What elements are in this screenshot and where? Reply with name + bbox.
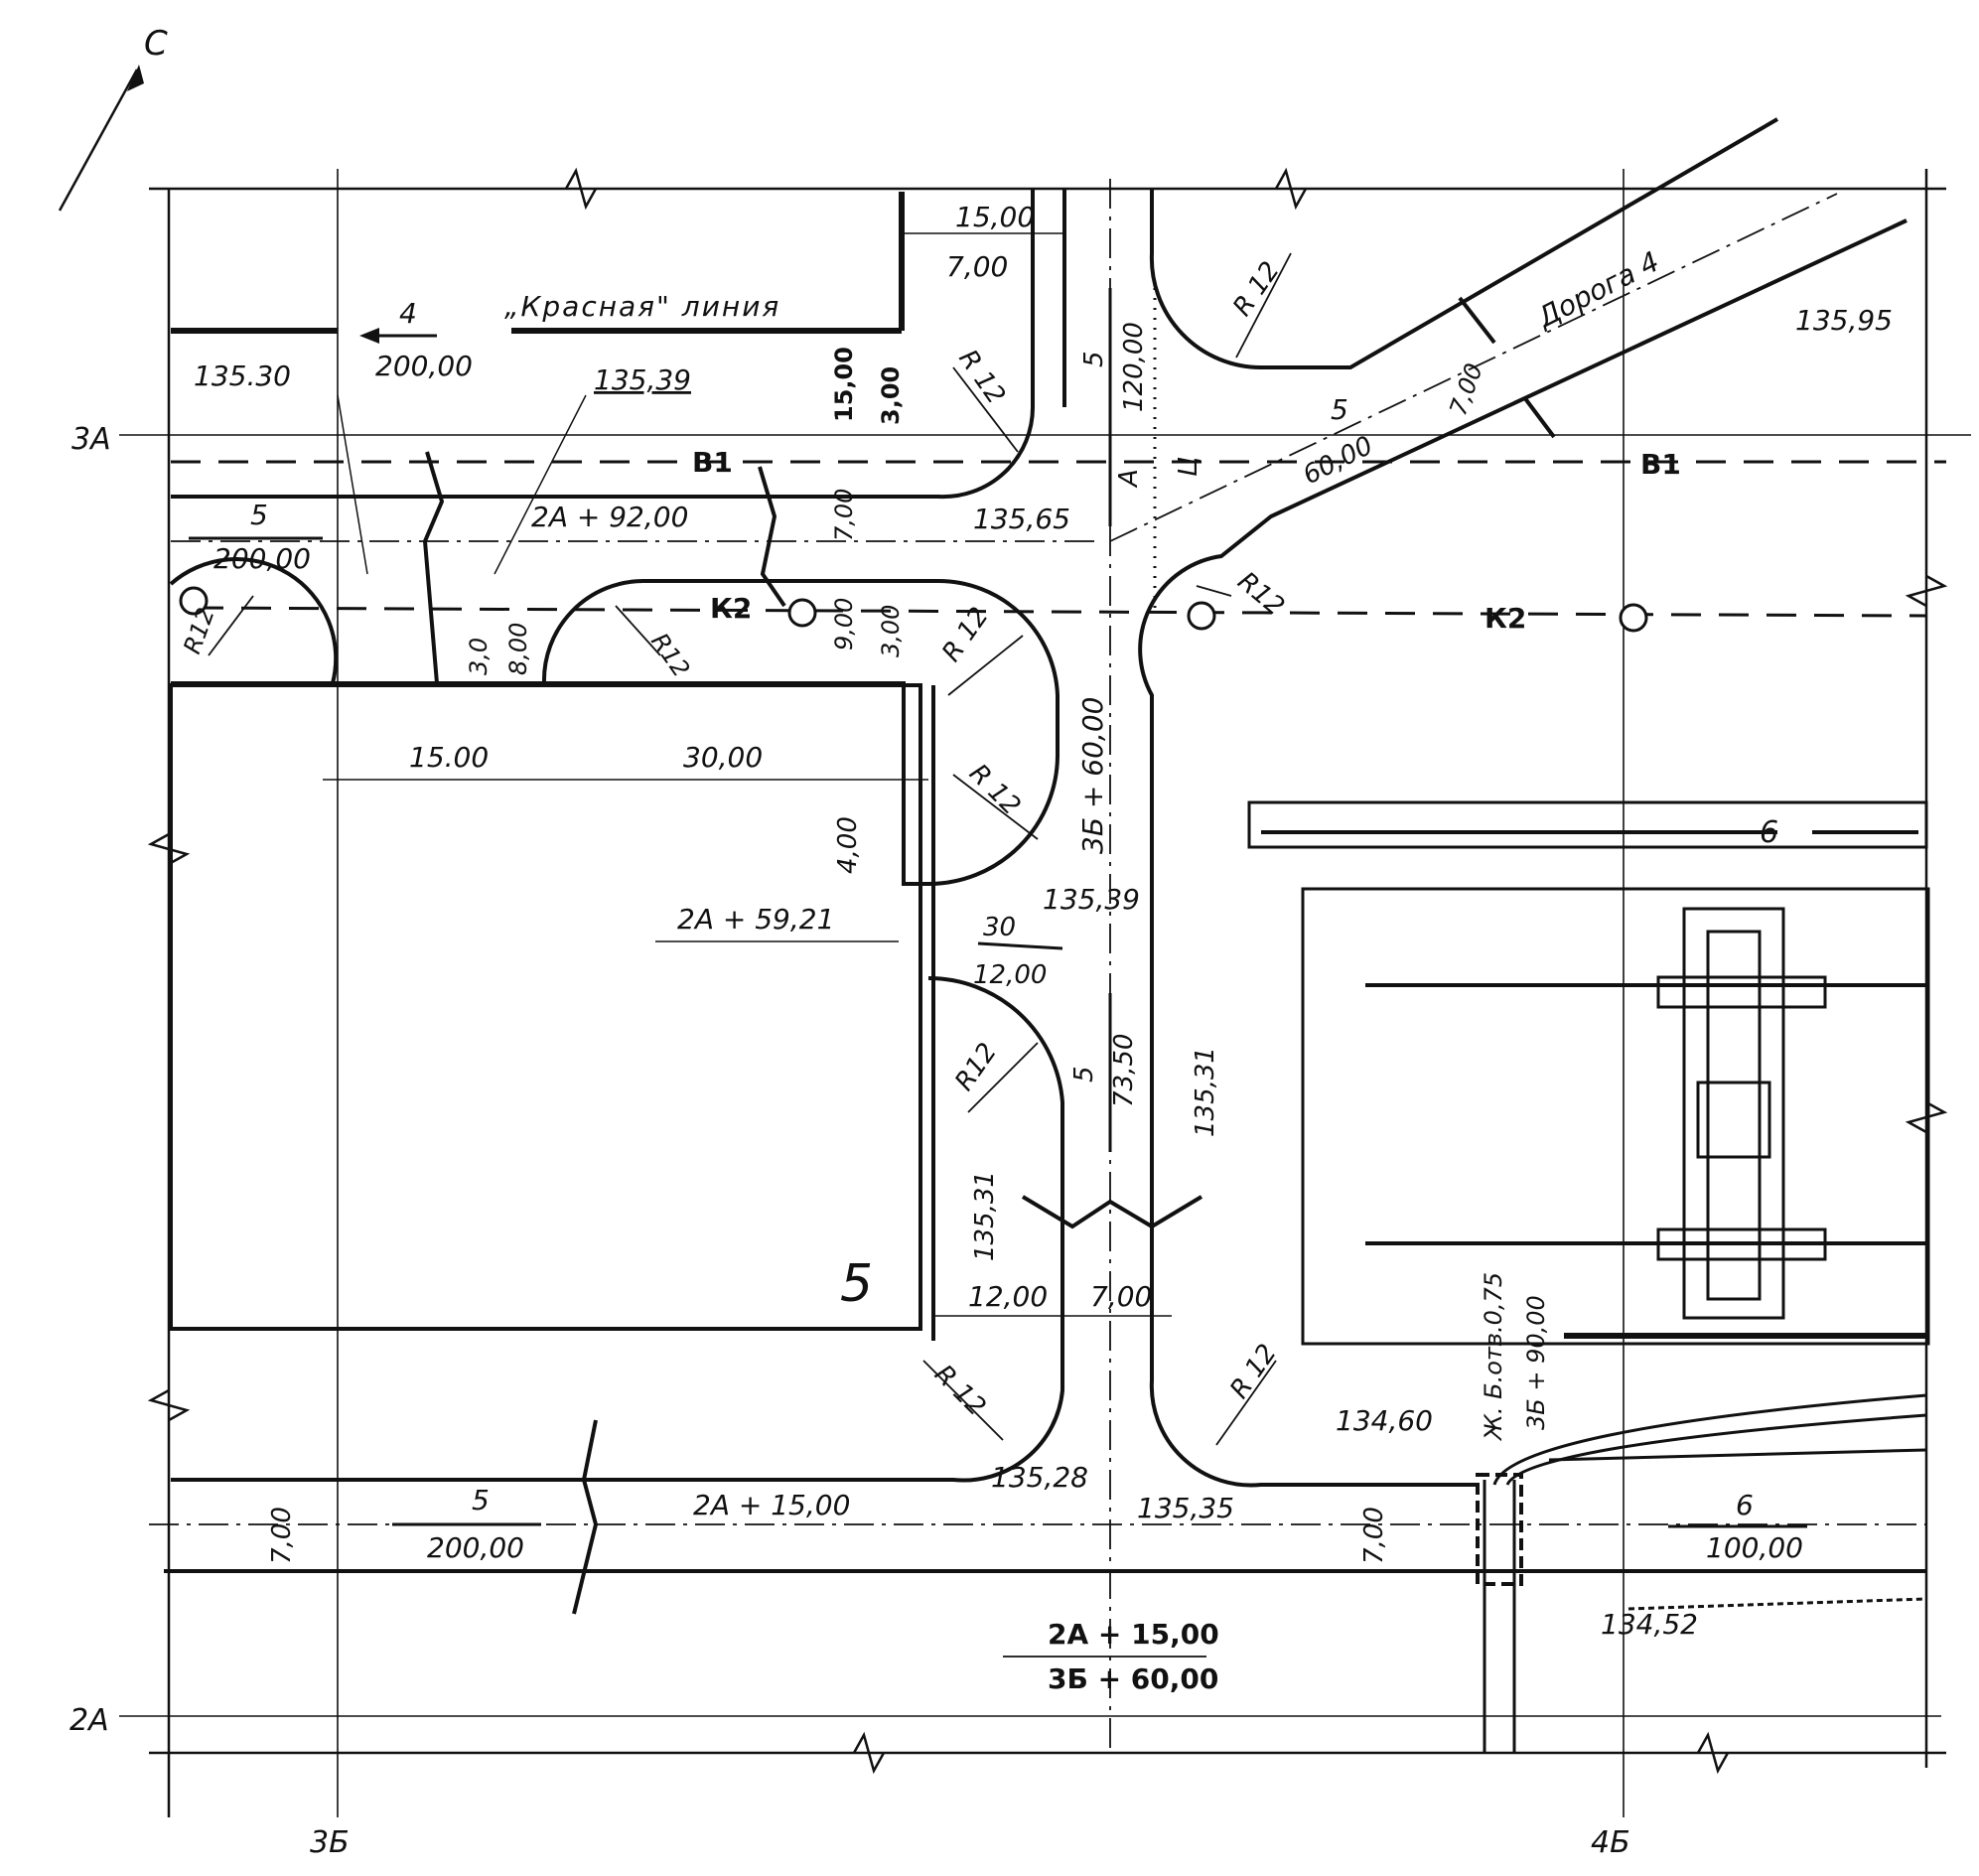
dim-7-diag: 7,00 bbox=[1444, 360, 1488, 419]
radius-label: R12 bbox=[1232, 566, 1290, 622]
branch-label: Ж. Б.отв.0,75 bbox=[1480, 1272, 1507, 1442]
axis-label-4b: 4Б bbox=[1591, 1825, 1630, 1860]
dim-7-right: 7,00 bbox=[1359, 1507, 1389, 1564]
water-label-right: В1 bbox=[1640, 448, 1681, 481]
dim-3-v2: 3,00 bbox=[877, 605, 905, 657]
radius-label: R 12 bbox=[936, 602, 995, 667]
radius-arrows bbox=[208, 252, 1292, 1446]
station-2a-59: 2А + 59,21 bbox=[677, 903, 834, 936]
dim-9-v: 9,00 bbox=[830, 598, 858, 650]
axis-label-3b: 3Б bbox=[310, 1825, 350, 1860]
manhole-icon bbox=[179, 586, 1648, 633]
slope-mid-len: 12,00 bbox=[973, 960, 1047, 990]
road4-axis bbox=[1109, 193, 1838, 542]
radius-label: R 12 bbox=[928, 1360, 991, 1422]
station-3b-90: 3Б + 90,00 bbox=[1522, 1295, 1550, 1430]
crossing-marks bbox=[422, 296, 1556, 1615]
slope-vert-mid-num: 5 bbox=[1069, 1066, 1099, 1082]
slope-right-len: 100,00 bbox=[1706, 1531, 1803, 1564]
station-2a-15-road: 2А + 15,00 bbox=[693, 1489, 850, 1521]
slope-right-num: 6 bbox=[1736, 1489, 1754, 1521]
axis-label-2a: 2А bbox=[70, 1703, 109, 1738]
elev-135-35: 135,35 bbox=[1137, 1492, 1234, 1524]
sewer-label-left: К2 bbox=[710, 592, 752, 625]
elev-135-28: 135,28 bbox=[991, 1461, 1088, 1494]
block-number: 5 bbox=[840, 1254, 873, 1314]
canal-structure bbox=[1247, 800, 1928, 849]
slope-bottom-len: 200,00 bbox=[427, 1531, 524, 1564]
road-vertical bbox=[171, 117, 1908, 1488]
slope-top-left-num: 4 bbox=[399, 297, 417, 330]
railway-branch bbox=[1476, 1393, 1927, 1753]
elev-135-39-top: 135,39 bbox=[594, 363, 691, 396]
dim-3-0-v: 3,0 bbox=[465, 638, 493, 675]
axis-label-3a: 3А bbox=[71, 422, 111, 457]
dim-15-v: 15,00 bbox=[830, 347, 858, 422]
sewer-line-k2 bbox=[193, 606, 1927, 618]
north-label: С bbox=[144, 24, 168, 64]
dim-3-v: 3,00 bbox=[877, 366, 905, 425]
slope-arrow-icon bbox=[977, 941, 1063, 950]
slope-diag-num: 5 bbox=[1331, 393, 1348, 426]
sewer-label-right: К2 bbox=[1484, 602, 1526, 635]
dim-7-v: 7,00 bbox=[830, 489, 858, 541]
elev-134-60: 134,60 bbox=[1336, 1404, 1433, 1437]
elev-135-31-left: 135,31 bbox=[970, 1171, 1000, 1261]
red-line-label: „Красная" линия bbox=[504, 290, 780, 323]
axis-center: Ц bbox=[1174, 457, 1203, 477]
elev-135-31-right: 135,31 bbox=[1191, 1047, 1220, 1137]
dim-7-top: 7,00 bbox=[946, 250, 1008, 283]
leader-line bbox=[337, 394, 368, 575]
slope-vert-top-num: 5 bbox=[1079, 351, 1109, 367]
road-upper bbox=[169, 189, 1060, 886]
dim-12-low: 12,00 bbox=[968, 1280, 1048, 1313]
dim-4-v: 4,00 bbox=[833, 816, 863, 874]
slope-bottom-num: 5 bbox=[472, 1484, 490, 1516]
axis-letter: А bbox=[1114, 469, 1144, 489]
radius-label: R 12 bbox=[1227, 256, 1286, 322]
radius-label: R12 bbox=[949, 1038, 1003, 1096]
slope-mid-num: 30 bbox=[983, 913, 1016, 942]
slope-vert-top-len: 120,00 bbox=[1119, 322, 1149, 412]
dim-30-h: 30,00 bbox=[683, 741, 763, 774]
slope-top-left-len: 200,00 bbox=[375, 350, 473, 382]
north-arrow-icon bbox=[58, 65, 144, 212]
grid-axes bbox=[119, 169, 1971, 1817]
elev-135-65: 135,65 bbox=[973, 503, 1070, 535]
radius-label: R12 bbox=[645, 628, 695, 682]
dim-15-h: 15.00 bbox=[409, 741, 489, 774]
elev-134-52: 134,52 bbox=[1601, 1608, 1698, 1641]
building-block-5 bbox=[169, 683, 935, 1341]
dim-7-low: 7,00 bbox=[1090, 1280, 1152, 1313]
slope-arrow-icon bbox=[359, 328, 437, 344]
station-3b-60-node: 3Б + 60,00 bbox=[1048, 1662, 1218, 1695]
canal-slope-num: 6 bbox=[1760, 815, 1778, 850]
radius-label: R 12 bbox=[1224, 1339, 1283, 1404]
slope-row3-num: 5 bbox=[250, 499, 268, 531]
dim-15-top: 15,00 bbox=[955, 201, 1035, 233]
elev-135-39-mid: 135,39 bbox=[1043, 883, 1140, 916]
road-4-label: Дорога 4 bbox=[1530, 245, 1664, 335]
slope-row3-len: 200,00 bbox=[213, 542, 311, 575]
industrial-building bbox=[1301, 887, 1930, 1346]
leader-line bbox=[494, 394, 587, 575]
slope-diag-len: 60,00 bbox=[1299, 431, 1378, 492]
water-label-left: В1 bbox=[692, 446, 733, 479]
slope-vert-mid-len: 73,50 bbox=[1109, 1034, 1139, 1107]
elev-135-30: 135.30 bbox=[194, 360, 291, 392]
station-3b-60: 3Б + 60,00 bbox=[1076, 697, 1109, 854]
red-line-boundary bbox=[171, 192, 905, 334]
station-2a-92: 2А + 92,00 bbox=[531, 501, 688, 533]
station-2a-15-node: 2А + 15,00 bbox=[1048, 1618, 1219, 1651]
dim-7-left: 7,00 bbox=[267, 1507, 297, 1564]
dim-8-v: 8,00 bbox=[504, 623, 532, 675]
elev-135-95: 135,95 bbox=[1795, 304, 1893, 337]
